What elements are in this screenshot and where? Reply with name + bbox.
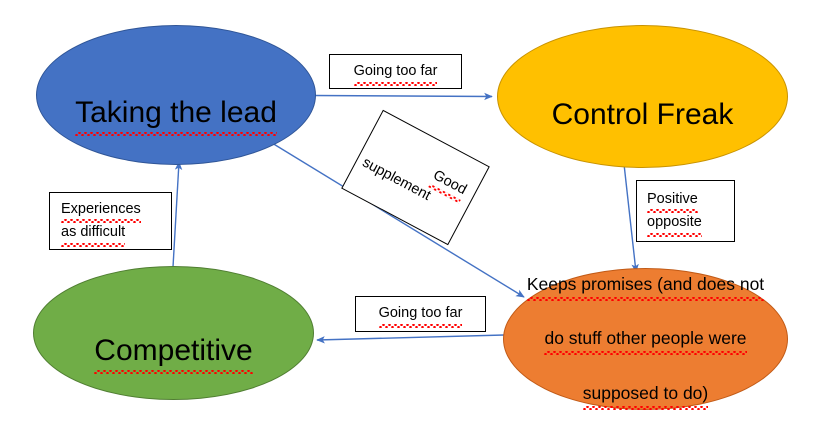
node-taking-the-lead-label: Taking the lead <box>69 58 283 136</box>
edge-label-experiences-line-1: Experiences <box>61 198 141 224</box>
node-control-freak-text: Control Freak <box>551 97 734 131</box>
edge-taking-lead-to-keeps-promises <box>271 142 525 298</box>
node-keeps-promises[interactable]: Keeps promises (and does not do stuff ot… <box>503 268 788 410</box>
edge-label-going-too-far-bottom-text: Going too far <box>378 302 462 329</box>
edge-keeps-promises-to-competitive <box>316 334 505 344</box>
node-keeps-promises-line-1: Keeps promises (and does not <box>526 271 765 302</box>
edge-label-going-too-far-top[interactable]: Going too far <box>329 54 462 89</box>
node-keeps-promises-label: Keeps promises (and does not do stuff ot… <box>521 244 770 423</box>
edge-label-going-too-far-bottom[interactable]: Going too far <box>355 296 486 332</box>
node-taking-the-lead[interactable]: Taking the lead <box>36 25 316 165</box>
edge-taking-lead-to-control-freak <box>313 92 493 101</box>
node-competitive-text: Competitive <box>94 333 254 374</box>
edge-label-good-supplement-line-1: Good <box>429 165 471 201</box>
node-keeps-promises-line-3: supposed to do) <box>582 380 708 410</box>
edge-label-positive-opposite[interactable]: Positive opposite <box>636 180 735 242</box>
node-competitive-label: Competitive <box>88 296 258 374</box>
edge-label-experiences-line-2: as difficult <box>61 221 126 248</box>
edge-label-positive-opposite-line-1: Positive <box>647 188 698 214</box>
node-taking-the-lead-text: Taking the lead <box>75 95 277 136</box>
edge-label-good-supplement-line-2: supplement <box>359 154 434 204</box>
edge-competitive-to-taking-lead <box>172 161 183 268</box>
node-competitive[interactable]: Competitive <box>33 266 314 400</box>
edge-label-positive-opposite-line-2: opposite <box>647 211 702 238</box>
edge-label-going-too-far-top-text: Going too far <box>353 60 437 87</box>
node-control-freak-label: Control Freak <box>546 60 740 133</box>
edge-label-experiences-as-difficult[interactable]: Experiences as difficult <box>49 192 172 250</box>
edge-control-freak-to-keeps-promises <box>623 163 639 273</box>
node-keeps-promises-line-2: do stuff other people were <box>544 325 747 356</box>
node-control-freak[interactable]: Control Freak <box>497 25 788 168</box>
